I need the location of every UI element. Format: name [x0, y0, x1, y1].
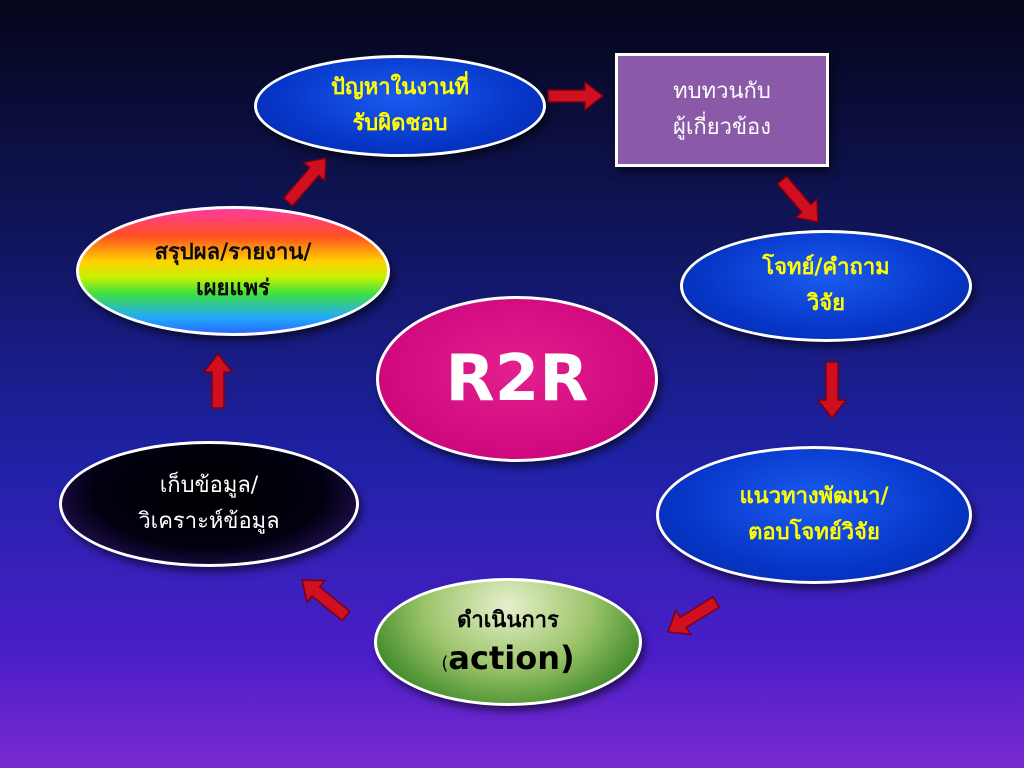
center-r2r-node: R2R — [376, 296, 658, 462]
question-line-2: วิจัย — [806, 291, 846, 316]
development-node: แนวทางพัฒนา/ ตอบโจทย์วิจัย — [656, 446, 972, 584]
research-question-node: โจทย์/คำถาม วิจัย — [680, 230, 972, 342]
development-line-2: ตอบโจทย์วิจัย — [748, 520, 880, 545]
arrow-action-to-collect — [301, 579, 351, 622]
problem-node: ปัญหาในงานที่ รับผิดชอบ — [254, 55, 546, 157]
development-line-1: แนวทางพัฒนา/ — [739, 483, 889, 509]
question-line-1: โจทย์/คำถาม — [762, 254, 890, 280]
problem-line-1: ปัญหาในงานที่ — [331, 74, 469, 100]
summary-line-2: เผยแพร่ — [196, 276, 270, 301]
arrow-collect-to-summary — [202, 352, 234, 409]
data-collection-node: เก็บข้อมูล/ วิเคราะห์ข้อมูล — [59, 441, 359, 567]
action-paren: ( — [441, 653, 449, 674]
arrow-development-to-action — [666, 595, 721, 636]
summary-line-1: สรุปผล/รายงาน/ — [154, 239, 312, 265]
center-label: R2R — [445, 342, 589, 416]
action-line-1: ดำเนินการ — [457, 607, 559, 633]
action-word: action) — [448, 639, 575, 677]
arrow-summary-to-problem — [282, 157, 327, 207]
action-line-2: (action) — [441, 639, 574, 681]
arrow-problem-to-review — [547, 80, 605, 112]
collect-line-2: วิเคราะห์ข้อมูล — [138, 509, 280, 534]
arrow-review-to-question — [776, 175, 819, 223]
review-line-1: ทบทวนกับ — [673, 78, 771, 104]
action-node: ดำเนินการ (action) — [374, 578, 642, 706]
summary-report-node: สรุปผล/รายงาน/ เผยแพร่ — [76, 206, 390, 336]
arrow-question-to-development — [816, 361, 848, 420]
collect-line-1: เก็บข้อมูล/ — [159, 472, 259, 498]
review-node: ทบทวนกับ ผู้เกี่ยวข้อง — [615, 53, 829, 167]
problem-line-2: รับผิดชอบ — [352, 111, 448, 136]
review-line-2: ผู้เกี่ยวข้อง — [673, 115, 771, 140]
